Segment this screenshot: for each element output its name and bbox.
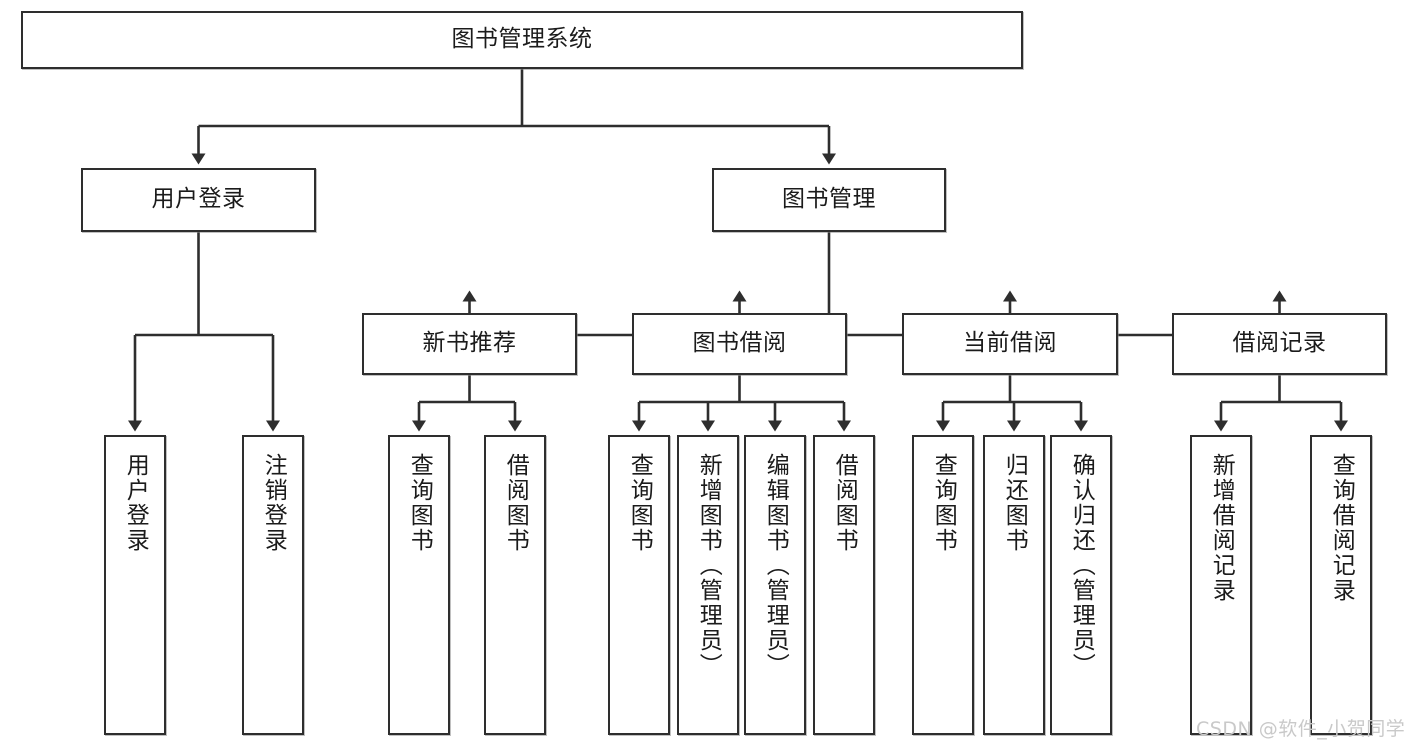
node-leaf-cb-query[interactable]: 查询图书 bbox=[912, 435, 974, 735]
node-label: 借阅图书 bbox=[831, 453, 858, 553]
node-new-book-rec[interactable]: 新书推荐 bbox=[362, 313, 577, 375]
node-label: 用户登录 bbox=[151, 186, 246, 213]
watermark-text: CSDN @软件_小贺同学 bbox=[1196, 718, 1405, 740]
node-leaf-user-logout[interactable]: 注销登录 bbox=[242, 435, 304, 735]
node-label: 确认归还（管理员） bbox=[1068, 453, 1095, 678]
node-leaf-cb-confirm[interactable]: 确认归还（管理员） bbox=[1050, 435, 1112, 735]
node-borrow-record[interactable]: 借阅记录 bbox=[1172, 313, 1387, 375]
node-label: 新增图书（管理员） bbox=[695, 453, 722, 678]
node-leaf-user-login[interactable]: 用户登录 bbox=[104, 435, 166, 735]
node-leaf-rec-borrow[interactable]: 借阅图书 bbox=[484, 435, 546, 735]
node-label: 查询图书 bbox=[406, 453, 433, 553]
node-leaf-bb-add[interactable]: 新增图书（管理员） bbox=[677, 435, 739, 735]
node-user-login[interactable]: 用户登录 bbox=[81, 168, 316, 232]
node-label: 查询图书 bbox=[626, 453, 653, 553]
node-label: 借阅图书 bbox=[502, 453, 529, 553]
node-label: 新书推荐 bbox=[422, 330, 517, 357]
node-label: 编辑图书（管理员） bbox=[762, 453, 789, 678]
node-leaf-rec-query[interactable]: 查询图书 bbox=[388, 435, 450, 735]
node-label: 图书借阅 bbox=[692, 330, 787, 357]
node-leaf-bb-query[interactable]: 查询图书 bbox=[608, 435, 670, 735]
node-label: 借阅记录 bbox=[1232, 330, 1327, 357]
node-label: 查询图书 bbox=[930, 453, 957, 553]
node-leaf-bb-edit[interactable]: 编辑图书（管理员） bbox=[744, 435, 806, 735]
node-label: 查询借阅记录 bbox=[1328, 453, 1355, 603]
node-label: 新增借阅记录 bbox=[1208, 453, 1235, 603]
node-leaf-bb-borrow[interactable]: 借阅图书 bbox=[813, 435, 875, 735]
node-label: 图书管理 bbox=[782, 186, 876, 213]
node-book-manage[interactable]: 图书管理 bbox=[712, 168, 946, 232]
node-leaf-br-query[interactable]: 查询借阅记录 bbox=[1310, 435, 1372, 735]
node-label: 图书管理系统 bbox=[451, 26, 593, 53]
node-label: 用户登录 bbox=[122, 453, 149, 553]
node-label: 当前借阅 bbox=[963, 330, 1057, 357]
node-root[interactable]: 图书管理系统 bbox=[21, 11, 1023, 69]
node-book-borrow[interactable]: 图书借阅 bbox=[632, 313, 847, 375]
node-leaf-cb-return[interactable]: 归还图书 bbox=[983, 435, 1045, 735]
node-label: 注销登录 bbox=[260, 453, 287, 553]
node-label: 归还图书 bbox=[1001, 453, 1028, 553]
node-leaf-br-add[interactable]: 新增借阅记录 bbox=[1190, 435, 1252, 735]
node-current-borrow[interactable]: 当前借阅 bbox=[902, 313, 1118, 375]
